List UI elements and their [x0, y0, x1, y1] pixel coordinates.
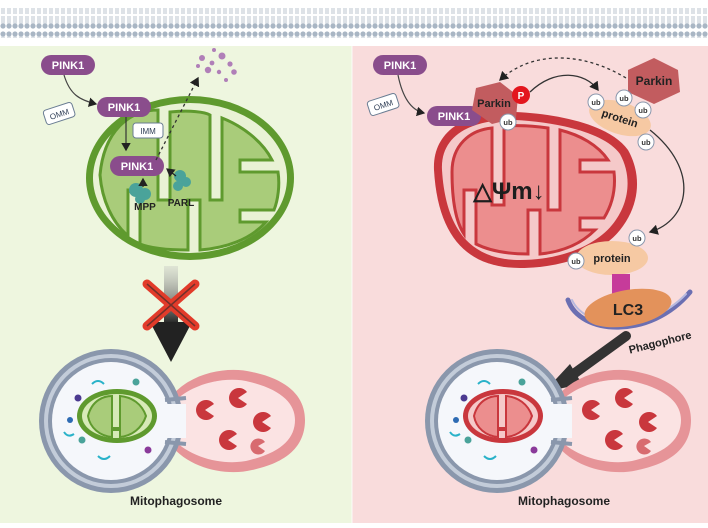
ub-badge-parkin: [499, 113, 517, 131]
blocked-arrow-head: [150, 322, 192, 362]
parkin-bound-hexagon: [472, 82, 518, 124]
phospho-label: P: [518, 91, 525, 102]
pink1-omm-label: PINK1: [108, 102, 140, 114]
pink1-imm-pill: [110, 156, 164, 176]
imm-tag: [132, 122, 164, 139]
parl-label: PARL: [168, 198, 194, 209]
maturation-arrow-shaft: [563, 331, 631, 383]
mpp-label: MPP: [134, 202, 156, 213]
right-mitophagosome-icon: [425, 349, 691, 493]
left-caption: Mitophagosome: [130, 494, 222, 508]
mpp-protease-icon: [129, 183, 151, 204]
imm-label: IMM: [140, 127, 156, 136]
import-arrow-right: [397, 74, 426, 117]
membrane-bilayer: [0, 0, 708, 46]
ub-label-4: ub: [641, 138, 651, 147]
ub-label-6: ub: [632, 234, 642, 243]
omm-tag: [42, 101, 76, 125]
ub-label-3: ub: [638, 106, 648, 115]
damaged-mitochondrion-icon: [433, 111, 638, 268]
ub-label-parkin: ub: [503, 118, 513, 127]
ub-label-2: ub: [619, 94, 629, 103]
protein-bottom-icon: [576, 241, 648, 275]
pink1-omm-pill-right: [427, 106, 481, 126]
lc3-icon: [584, 288, 672, 328]
pink1-omm-label-right: PINK1: [438, 111, 470, 123]
ubiquitination-arrow: [529, 74, 599, 93]
receptor-arrow: [648, 129, 685, 235]
import-arrow: [63, 74, 98, 107]
protein-bottom-label: protein: [593, 253, 631, 265]
membrane-potential-label: △Ψm↓: [472, 178, 544, 205]
ub-label-5: ub: [571, 257, 581, 266]
lc3-label: LC3: [613, 302, 643, 319]
parkin-free-label: Parkin: [636, 74, 673, 88]
right-caption: Mitophagosome: [518, 494, 610, 508]
ub-label-1: ub: [591, 98, 601, 107]
parl-protease-icon: [173, 170, 191, 191]
healthy-mitochondrion-icon: [86, 96, 294, 260]
left-mitophagosome-icon: [39, 349, 305, 493]
phospho-badge: [512, 86, 530, 104]
degraded-pink1-fragments-icon: [196, 48, 237, 82]
pink1-imm-label: PINK1: [121, 161, 153, 173]
pink1-cytosol-label: PINK1: [52, 60, 84, 72]
omm-tag-right: [366, 92, 400, 116]
ub-cluster-top: [587, 89, 655, 151]
pink1-omm-pill: [97, 97, 151, 117]
ub-badge-bottom-1: [567, 252, 585, 270]
pink1-cytosol-pill-right: [373, 55, 427, 75]
pink1-cytosol-label-right: PINK1: [384, 60, 416, 72]
ub-badge-bottom-2: [628, 229, 646, 247]
parkin-free-hexagon: [628, 58, 680, 104]
parkin-recruit-arrow: [499, 57, 627, 81]
parkin-bound-label: Parkin: [477, 98, 511, 110]
pink1-cytosol-pill: [41, 55, 95, 75]
